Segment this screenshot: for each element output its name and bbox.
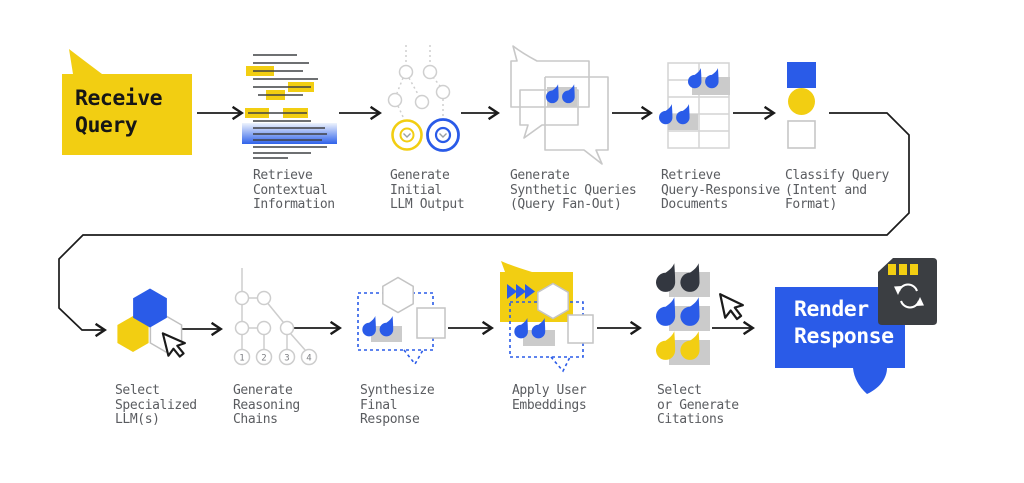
flow-arrows [58,105,910,338]
step-label-synthesize: Synthesize Final Response [360,383,435,427]
step-label-reasoning-chains: Generate Reasoning Chains [233,383,300,427]
cursor-icon [719,288,747,323]
step-label-retrieve-docs: Retrieve Query-Responsive Documents [661,168,780,212]
select-llm-icon [117,288,189,361]
step-label-retrieve-contextual: Retrieve Contextual Information [253,168,335,212]
step-label-generate-initial: Generate Initial LLM Output [390,168,465,212]
render-response-bubble [775,258,937,394]
reasoning-chains-icon: 1 2 3 4 [233,268,318,366]
citations-icon [656,263,747,365]
step-label-select-llm: Select Specialized LLM(s) [115,383,197,427]
step-label-classify-query: Classify Query (Intent and Format) [785,168,889,212]
yellow-target-icon [391,119,423,151]
step-label-citations: Select or Generate Citations [657,383,739,427]
white-square [787,120,816,149]
render-response-label: Render Response [794,297,894,349]
blue-square [787,62,816,88]
query-fanout-icon [510,45,609,165]
user-embeddings-icon [500,261,594,373]
chain-number: 3 [284,354,289,364]
receive-query-label: Receive Query [75,86,163,138]
blue-target-icon [426,118,460,152]
llm-output-icon [387,45,460,152]
memory-card-icon [878,258,937,325]
step-label-embeddings: Apply User Embeddings [512,383,587,413]
chain-number: 4 [306,354,311,364]
documents-grid-icon [659,62,730,149]
fast-forward-icon [507,284,535,299]
yellow-circle [788,88,815,115]
retrieve-contextual-icon [242,54,337,159]
step-label-generate-synthetic: Generate Synthetic Queries (Query Fan-Ou… [510,168,637,212]
chain-number: 2 [261,354,266,364]
receive-query-bubble [62,49,192,155]
classify-query-icon [787,62,816,149]
chain-number: 1 [239,354,244,364]
row-wrap-connector [58,112,910,338]
synthesize-response-icon [357,276,446,366]
